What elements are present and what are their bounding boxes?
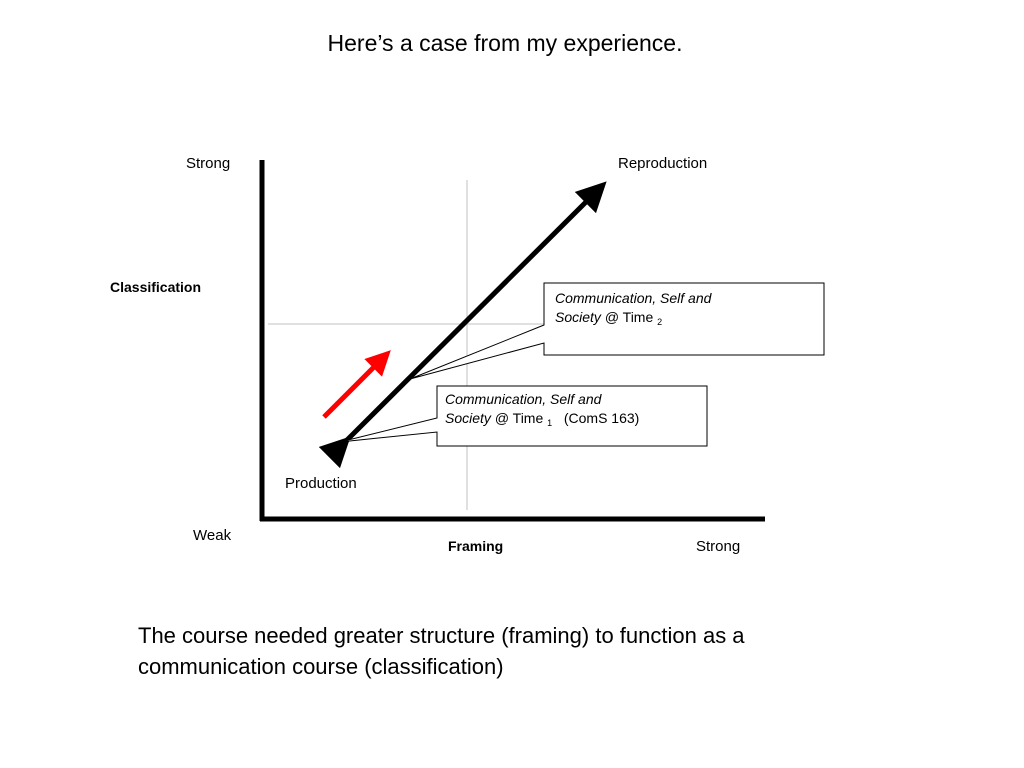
callout-time2-box <box>409 282 825 380</box>
y-axis-weak-label: Weak <box>193 527 232 544</box>
y-axis-strong-label: Strong <box>186 155 231 172</box>
callout-time2-at: @ Time <box>604 309 654 325</box>
production-label: Production <box>285 475 357 492</box>
callout-time1-at: @ Time <box>494 410 544 426</box>
callout-time2-course-line2: Society <box>555 309 601 325</box>
slide-title: Here’s a case from my experience. <box>327 30 683 56</box>
callout-time2-index: 2 <box>657 317 663 327</box>
reproduction-label: Reproduction <box>618 155 708 172</box>
production-reproduction-arrow <box>318 181 607 469</box>
callout-time1-course-line2: Society <box>445 410 491 426</box>
callout-time1-text: Communication, Self and Society @ Time 1… <box>445 390 639 433</box>
callout-time1-index: 1 <box>547 418 553 428</box>
callout-time1-course-code: (ComS 163) <box>563 410 640 426</box>
y-axis-title: Classification <box>110 279 202 295</box>
callout-time1-course-line1: Communication, Self and <box>445 391 602 407</box>
x-axis-title: Framing <box>448 538 504 554</box>
callout-time1-box <box>339 385 708 447</box>
x-axis-strong-label: Strong <box>696 538 741 555</box>
callout-time2-text: Communication, Self and Society @ Time 2 <box>555 289 711 332</box>
trend-arrow <box>322 350 391 419</box>
conclusion-text: The course needed greater structure (fra… <box>138 623 745 679</box>
callout-time2-course-line1: Communication, Self and <box>555 290 712 306</box>
